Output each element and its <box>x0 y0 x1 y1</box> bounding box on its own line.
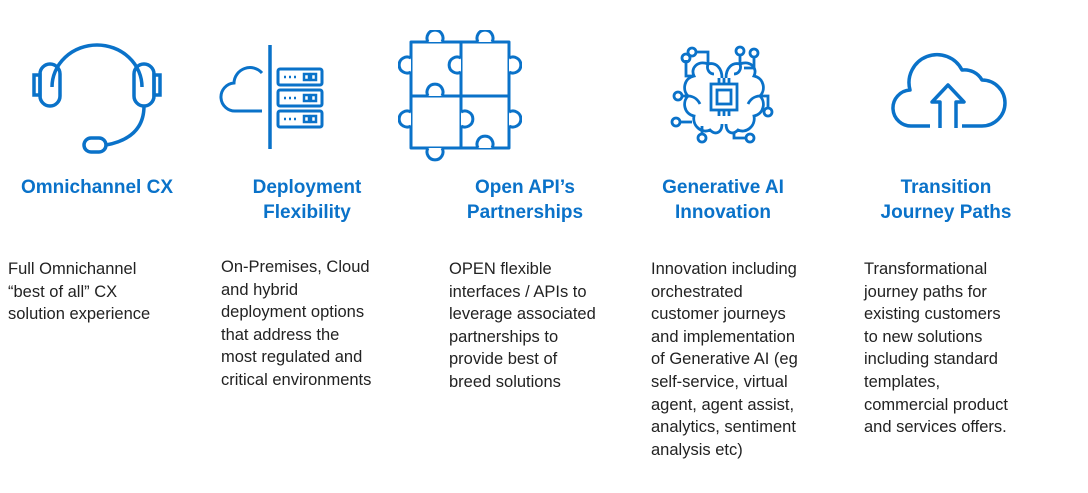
body-line: interfaces / APIs to <box>449 282 587 301</box>
body-line: and services offers. <box>864 418 1007 437</box>
body-line: to new solutions <box>864 327 983 346</box>
title-line: Innovation <box>674 202 772 223</box>
column-title-omnichannel: Omnichannel CX <box>0 175 207 200</box>
body-line: provide best of <box>449 350 558 369</box>
body-line: agent, agent assist, <box>651 395 795 414</box>
title-line: Deployment <box>252 177 362 198</box>
headset-icon <box>32 42 162 162</box>
body-line: self-service, virtual <box>651 372 788 391</box>
body-line: that address the <box>221 325 340 344</box>
column-title-deployment: Deployment Flexibility <box>197 175 417 225</box>
title-line: Transition <box>900 177 992 198</box>
body-line: partnerships to <box>449 327 559 346</box>
body-line: analysis etc) <box>651 440 743 459</box>
title-line: Omnichannel CX <box>20 177 174 198</box>
body-line: journey paths for <box>864 282 987 301</box>
puzzle-icon <box>398 30 522 168</box>
title-line: Generative AI <box>662 177 784 198</box>
body-line: most regulated and <box>221 348 363 367</box>
body-line: Full Omnichannel <box>8 260 137 278</box>
body-line: including standard <box>864 350 998 369</box>
cloud-upload-icon <box>890 52 1010 134</box>
body-line: of Generative AI (eg <box>651 350 798 369</box>
body-line: OPEN flexible <box>449 260 552 278</box>
column-title-transition: Transition Journey Paths <box>836 175 1056 225</box>
body-line: analytics, sentiment <box>651 418 796 437</box>
column-body-open-api: OPEN flexible interfaces / APIs to lever… <box>449 258 596 394</box>
body-line: Innovation including <box>651 260 797 278</box>
body-line: deployment options <box>221 303 365 322</box>
body-line: and hybrid <box>221 280 299 299</box>
column-title-generative-ai: Generative AI Innovation <box>613 175 833 225</box>
column-body-omnichannel: Full Omnichannel “best of all” CX soluti… <box>8 258 150 326</box>
body-line: existing customers <box>864 305 1001 324</box>
body-line: leverage associated <box>449 305 596 324</box>
body-line: “best of all” CX <box>8 282 118 301</box>
ai-brain-chip-icon <box>664 38 794 158</box>
title-line: Flexibility <box>263 202 351 223</box>
body-line: Transformational <box>864 260 988 278</box>
title-line: Partnerships <box>466 202 584 223</box>
column-title-open-api: Open API’s Partnerships <box>415 175 635 225</box>
body-line: orchestrated <box>651 282 743 301</box>
column-body-generative-ai: Innovation including orchestrated custom… <box>651 258 798 461</box>
cloud-server-icon <box>216 43 326 153</box>
body-line: and implementation <box>651 327 796 346</box>
body-line: commercial product <box>864 395 1008 414</box>
body-line: critical environments <box>221 370 372 389</box>
column-body-transition: Transformational journey paths for exist… <box>864 258 1008 439</box>
title-line: Open API’s <box>475 177 575 198</box>
body-line: templates, <box>864 372 941 391</box>
body-line: solution experience <box>8 305 151 324</box>
column-body-deployment: On-Premises, Cloud and hybrid deployment… <box>221 256 371 392</box>
body-line: customer journeys <box>651 305 786 324</box>
body-line: On-Premises, Cloud <box>221 258 370 276</box>
title-line: Journey Paths <box>880 202 1012 223</box>
body-line: breed solutions <box>449 372 561 391</box>
